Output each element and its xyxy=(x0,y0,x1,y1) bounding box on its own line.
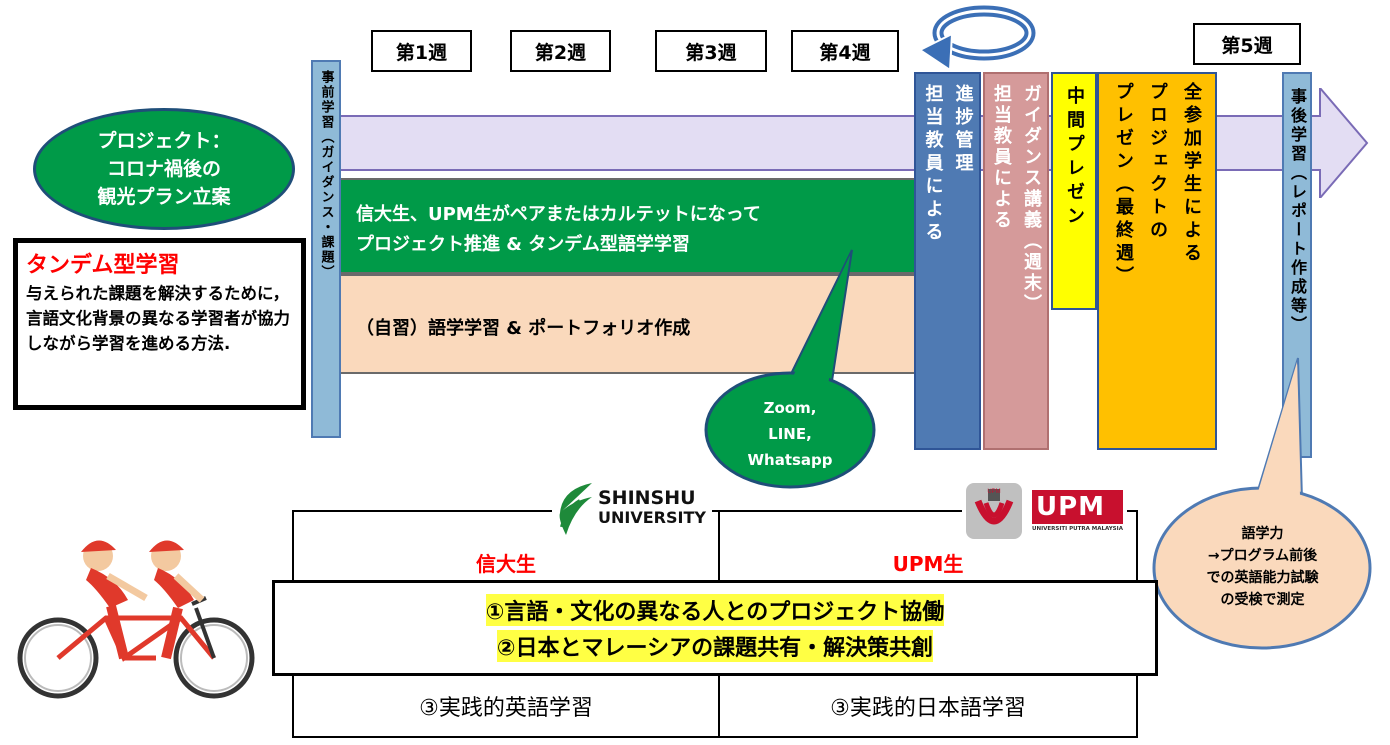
pre-study-bar: 事前学習（ガイダンス・課題） xyxy=(311,60,341,438)
japanese-learning-text: ③実践的日本語学習 xyxy=(830,696,1026,721)
tandem-bicycle-icon xyxy=(17,540,255,699)
shinshu-logo-line2: UNIVERSITY xyxy=(598,508,706,527)
shared-goals-box: ①言語・文化の異なる人とのプロジェクト協働 ②日本とマレーシアの課題共有・解決策… xyxy=(272,580,1158,676)
week-4-label: 第4週 xyxy=(791,30,899,72)
pre-study-text: 事前学習（ガイダンス・課題） xyxy=(318,70,334,280)
progress-by-teacher-text: 担当教員による xyxy=(922,84,944,245)
goal-1-text: ①言語・文化の異なる人とのプロジェクト協働 xyxy=(485,594,945,626)
upm-logo-text: UPM xyxy=(1032,490,1123,524)
japanese-learning-cell: ③実践的日本語学習 xyxy=(718,674,1138,738)
english-learning-text: ③実践的英語学習 xyxy=(419,696,593,721)
final-presentation-box: 全参加学生による プロジェクトの プレゼン（最終週） xyxy=(1097,72,1217,450)
project-band-line1: 信大生、UPM生がペアまたはカルテットになって xyxy=(356,204,761,225)
upm-logo-small: UNIVERSITI PUTRA MALAYSIA xyxy=(1032,526,1123,532)
language-bubble-shape xyxy=(1152,357,1372,650)
week-2-label: 第2週 xyxy=(510,30,611,72)
timeline-arrow xyxy=(320,88,1369,198)
svg-text:UPM: UPM xyxy=(987,489,1000,495)
tandem-title: タンデム型学習 xyxy=(26,253,180,278)
language-bubble-text: 語学力 →プログラム前後 での英語能力試験 の受検で測定 xyxy=(1206,526,1319,608)
self-study-text: （自習）語学学習 & ポートフォリオ作成 xyxy=(356,318,691,339)
guidance-lecture-box: ガイダンス講義（週末） 担当教員による xyxy=(983,72,1049,450)
midterm-presentation-text: 中間プレゼン xyxy=(1064,86,1085,230)
upm-header-text: UPM生 xyxy=(892,552,964,576)
week-3-label: 第3週 xyxy=(655,30,767,72)
progress-management-box: 進捗管理 担当教員による xyxy=(914,72,981,450)
tools-bubble-shape xyxy=(704,249,876,489)
project-band-line2: プロジェクト推進 & タンデム型語学学習 xyxy=(356,234,690,255)
goal-2-text: ②日本とマレーシアの課題共有・解決策共創 xyxy=(496,630,934,662)
guidance-lecture-text: ガイダンス講義（週末） xyxy=(1021,84,1042,315)
upm-logo: UPM UPM UNIVERSITI PUTRA MALAYSIA xyxy=(962,480,1127,542)
tandem-learning-box: タンデム型学習 与えられた課題を解決するために，言語文化背景の異なる学習者が協力… xyxy=(13,238,306,410)
final-all-students-text: 全参加学生による xyxy=(1181,82,1202,266)
week-5-label: 第5週 xyxy=(1193,23,1301,65)
loop-arrow-icon xyxy=(918,5,1036,72)
upm-seal-icon: UPM xyxy=(966,483,1022,539)
shinshu-logo-line1: SHINSHU xyxy=(598,487,696,509)
shinshu-leaf-icon xyxy=(559,483,592,535)
project-band: 信大生、UPM生がペアまたはカルテットになって プロジェクト推進 & タンデム型… xyxy=(336,178,916,274)
shinshu-logo: SHINSHU UNIVERSITY xyxy=(552,478,712,538)
tools-bubble-text: Zoom, LINE, Whatsapp xyxy=(747,399,833,469)
english-learning-cell: ③実践的英語学習 xyxy=(292,674,720,738)
tandem-body: 与えられた課題を解決するために，言語文化背景の異なる学習者が協力しながら学習を進… xyxy=(26,284,290,353)
final-project-text: プロジェクトの xyxy=(1147,82,1168,243)
project-title-text: プロジェクト： コロナ禍後の 観光プラン立案 xyxy=(97,130,231,208)
shinshu-header-text: 信大生 xyxy=(476,552,536,576)
final-presentation-text: プレゼン（最終週） xyxy=(1113,82,1134,289)
week-1-label: 第1週 xyxy=(371,30,472,72)
midterm-presentation-box: 中間プレゼン xyxy=(1051,72,1097,310)
guidance-by-teacher-text: 担当教員による xyxy=(991,84,1012,231)
project-ellipse: プロジェクト： コロナ禍後の 観光プラン立案 xyxy=(33,108,295,230)
progress-management-text: 進捗管理 xyxy=(952,84,974,176)
post-study-text: 事後学習（レポート作成等） xyxy=(1288,88,1307,335)
